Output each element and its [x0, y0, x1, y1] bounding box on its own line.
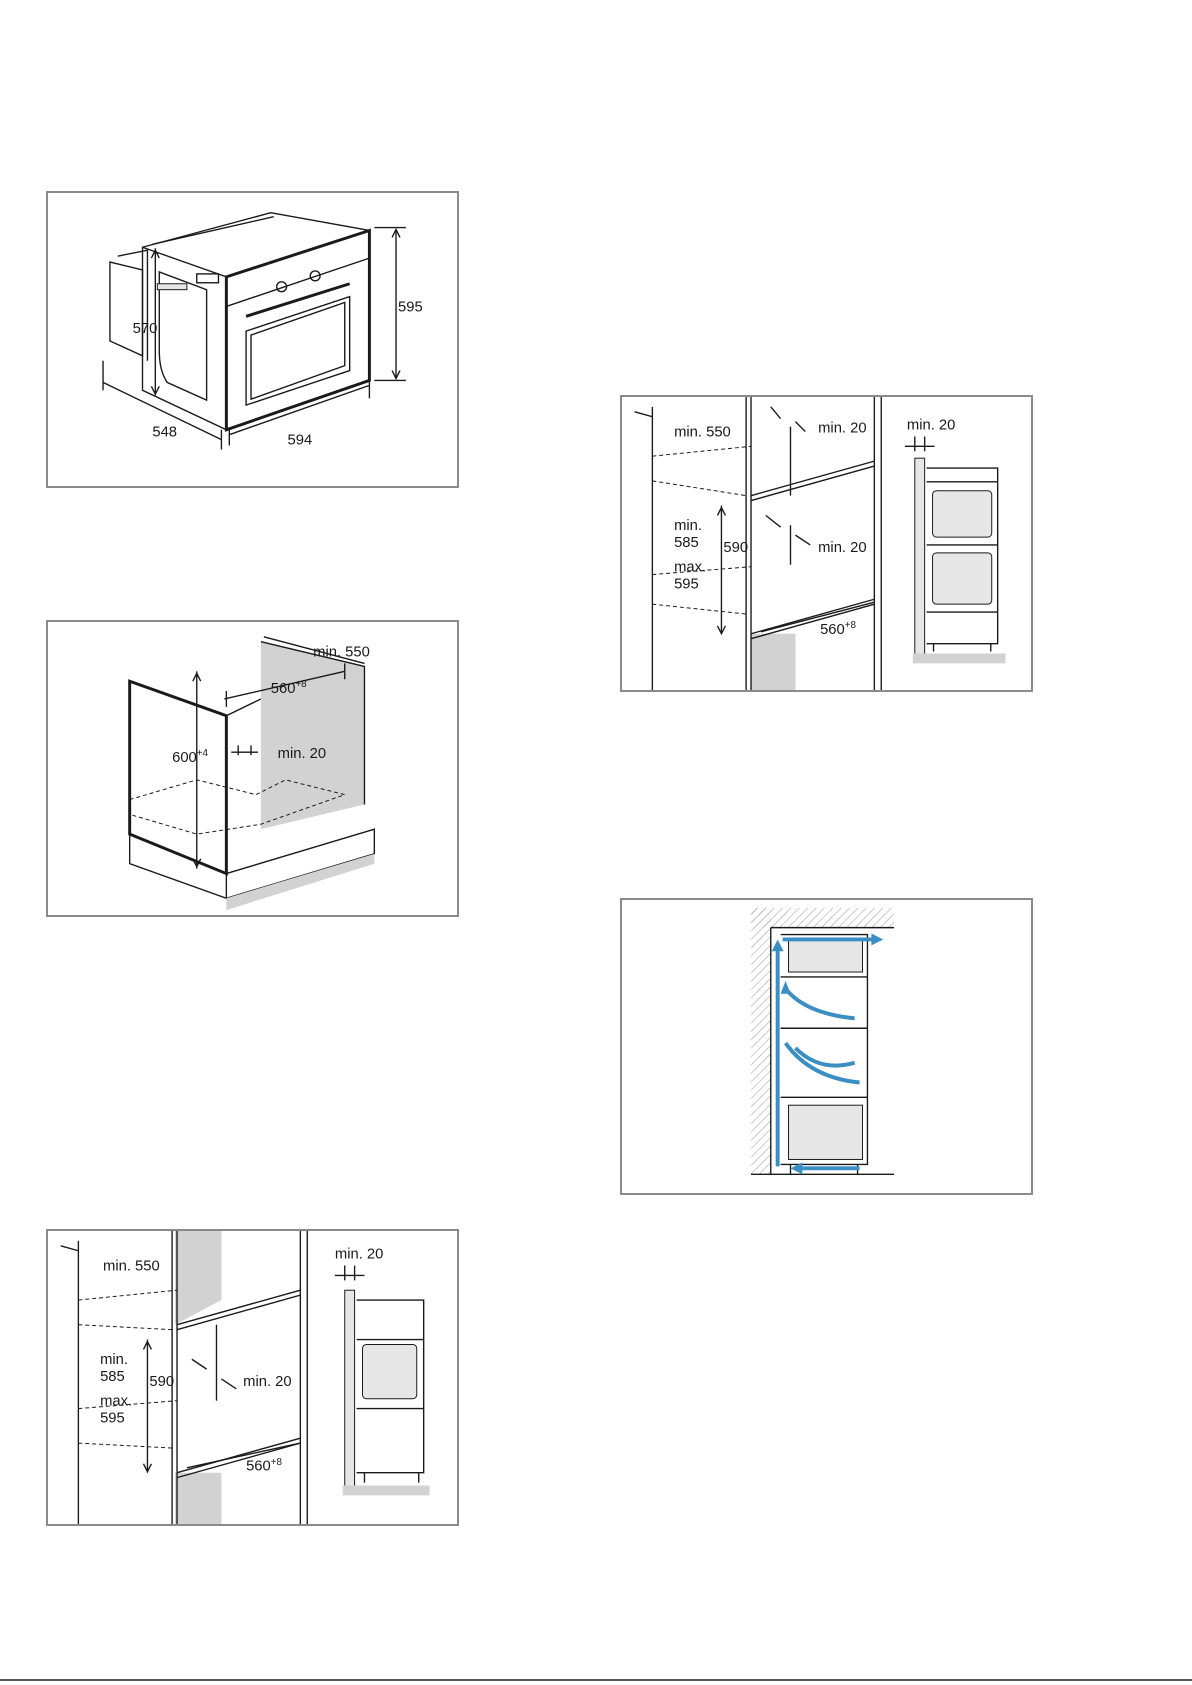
- min-top-label: min. 20: [818, 421, 866, 437]
- min-top-label: min. 20: [335, 1247, 383, 1263]
- height-label: 600+4: [172, 748, 208, 766]
- width-label: 594: [288, 433, 313, 449]
- height-total-label: 595: [398, 299, 423, 315]
- min-depth-label: min. 550: [103, 1258, 160, 1274]
- tall-cabinet-single-figure: min. 550 min. 585 590 max. 595 min. 20 5…: [46, 1229, 459, 1526]
- max-height-label: max.: [674, 560, 706, 576]
- min-back-label: min. 20: [243, 1374, 291, 1390]
- tall-cabinet-double-figure: min. 550 min. 20 min. 585 590 max. 595 m…: [620, 395, 1033, 692]
- min-gap-label: min. 20: [278, 746, 326, 762]
- max-height-value: 595: [674, 576, 699, 592]
- min-back-label: min. 20: [818, 540, 866, 556]
- tall-cabinet-single-drawing: min. 550 min. 585 590 max. 595 min. 20 5…: [48, 1231, 457, 1524]
- tall-cabinet-double-drawing: min. 550 min. 20 min. 585 590 max. 595 m…: [622, 397, 1031, 690]
- min-height-label: min.: [100, 1352, 128, 1368]
- max-height-value: 595: [100, 1410, 125, 1426]
- ventilation-figure: [620, 898, 1033, 1195]
- width-label: 560+8: [820, 620, 856, 638]
- height-label: 590: [149, 1374, 174, 1390]
- min-height-value: 585: [674, 535, 699, 551]
- under-counter-drawing: min. 550 560+8 600+4 min. 20: [48, 622, 457, 915]
- page-footer-rule: [0, 1679, 1192, 1681]
- width-label: 560+8: [246, 1457, 282, 1475]
- min-height-label: min.: [674, 518, 702, 534]
- height-label: 590: [723, 540, 748, 556]
- min-side-label: min. 20: [907, 418, 955, 434]
- oven-dimensions-figure: 595 570 548 594: [46, 191, 459, 488]
- min-depth-label: min. 550: [313, 645, 370, 661]
- depth-label: 548: [152, 425, 177, 441]
- under-counter-figure: min. 550 560+8 600+4 min. 20: [46, 620, 459, 917]
- min-depth-label: min. 550: [674, 424, 731, 440]
- max-height-label: max.: [100, 1394, 132, 1410]
- height-inner-label: 570: [133, 321, 158, 337]
- oven-dimensions-drawing: 595 570 548 594: [48, 193, 457, 486]
- min-height-value: 585: [100, 1369, 125, 1385]
- ventilation-drawing: [622, 900, 1031, 1193]
